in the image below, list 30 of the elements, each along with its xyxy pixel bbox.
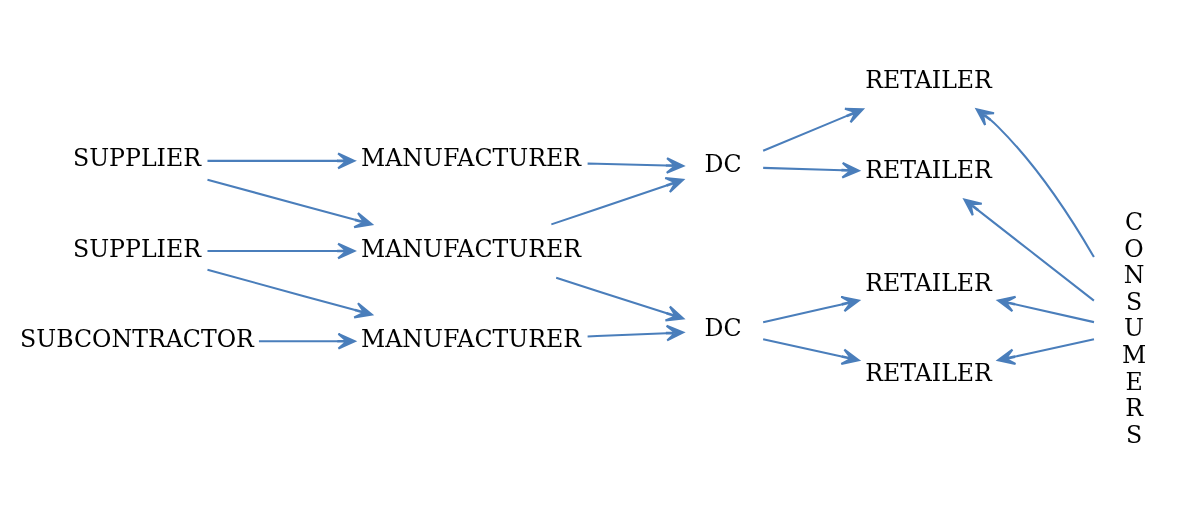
node-text: RETAILER [865,358,992,387]
arrow [587,156,685,174]
node-text: MANUFACTURER [361,234,582,263]
arrow [763,161,860,179]
arrow [963,198,1095,301]
arrow [997,337,1095,365]
arrow [207,242,356,259]
node-text: RETAILER [865,65,992,94]
node-text: C O N S U M E R S [1121,207,1147,449]
arrow [207,178,373,228]
arrow [997,295,1095,323]
arrow [762,295,860,323]
arrow [555,276,685,322]
node-text: DC [704,149,742,178]
arrow [587,324,685,341]
node-text: MANUFACTURER [361,324,582,353]
node-text: MANUFACTURER [361,143,582,172]
node-text: SUPPLIER [72,234,201,263]
arrow [551,176,685,225]
arrow [762,337,860,365]
node-text: RETAILER [865,155,992,184]
node-text: RETAILER [865,268,992,297]
arrow [762,107,864,152]
arrow [207,268,373,318]
node-text: DC [704,313,742,342]
node-text: SUBCONTRACTOR [20,324,254,353]
node-text: SUPPLIER [72,143,201,172]
arrow [258,332,356,350]
arrow [207,152,356,169]
arrow [975,107,1095,258]
